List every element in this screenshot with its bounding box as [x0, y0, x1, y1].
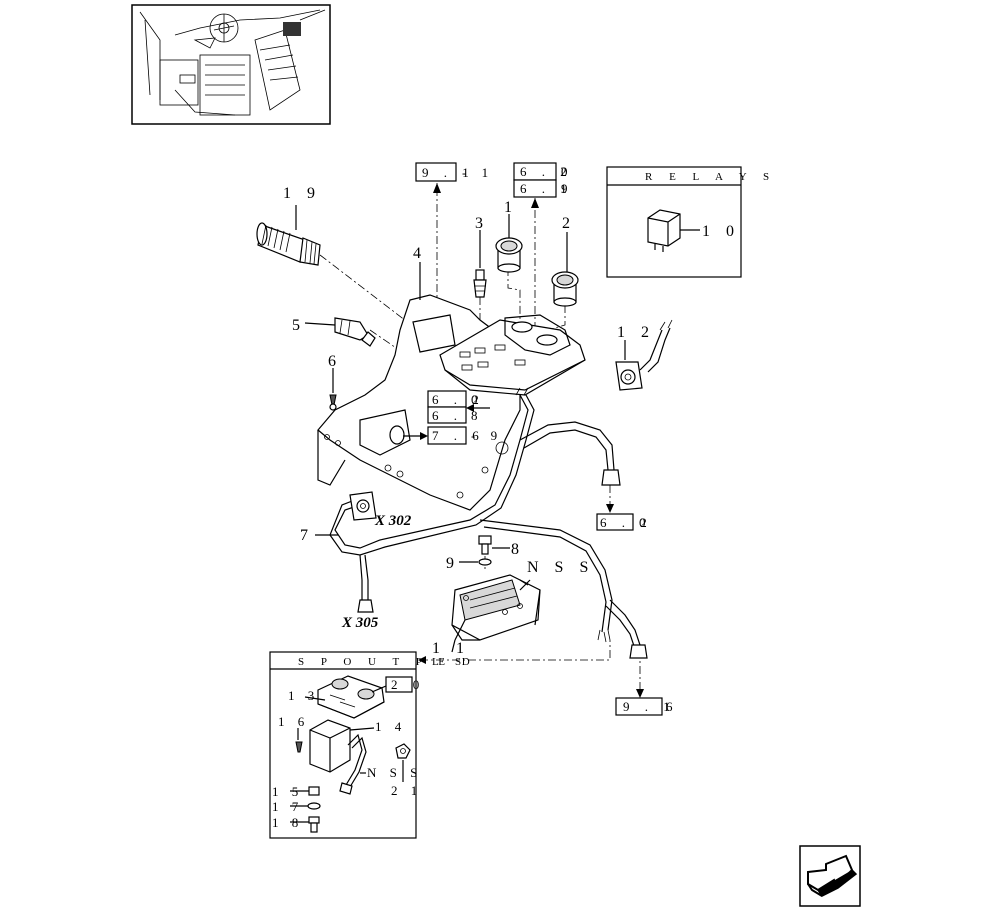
part-label-6: 6 — [328, 353, 342, 370]
svg-text:6: 6 — [666, 699, 679, 714]
ref-2-0-inset[interactable]: 2 0 — [385, 676, 425, 693]
relay-icon — [647, 209, 681, 252]
spout-title: S P O U T P E D — [298, 656, 477, 668]
ref-6-2-mid[interactable]: 6 . 2 0 — [427, 390, 485, 408]
part-label-10: 1 0 — [702, 223, 740, 240]
svg-text:9: 9 — [561, 181, 574, 196]
ref-9-1-top[interactable]: 9 . 1 - 1 — [415, 162, 494, 182]
clip-part-6 — [329, 394, 337, 411]
sensor-part-5 — [334, 317, 376, 347]
wiring-harness-part-7 — [329, 387, 648, 659]
gauge-part-1 — [495, 237, 523, 273]
part-label-18: 1 8 — [272, 815, 303, 830]
ref-6-2-top[interactable]: 6 . 2 0 — [513, 162, 574, 181]
relays-panel: R E L A Y S 1 0 — [606, 166, 776, 278]
bolt-part-8 — [478, 535, 492, 566]
ref-6-mid[interactable]: 6 . 8 — [427, 406, 484, 424]
fastener-part-15 — [308, 786, 320, 796]
connector-x302 — [349, 491, 377, 521]
ref-7-6[interactable]: 7 . 6 - 9 — [427, 426, 503, 445]
switch-part-3 — [473, 269, 487, 298]
switch-box-part-14 — [309, 719, 367, 795]
nss-label-inset: N S S — [367, 765, 422, 780]
part-label-16: 1 6 — [278, 714, 309, 729]
connector-label-x305: X 305 — [341, 615, 379, 631]
part-label-13: 1 3 — [288, 688, 319, 703]
plug-part-12 — [615, 319, 673, 391]
svg-text:6 . 2: 6 . 2 — [520, 164, 573, 179]
part-label-11: 1 1 — [432, 640, 470, 657]
svg-text:6 . 1: 6 . 1 — [520, 181, 573, 196]
main-bracket — [317, 294, 586, 511]
svg-text:2 0: 2 0 — [391, 677, 425, 692]
part-label-7: 7 — [300, 527, 314, 544]
mount-bracket-part-11 — [451, 574, 541, 641]
next-page-arrow-icon[interactable] — [799, 845, 861, 907]
part-label-15: 1 5 — [272, 784, 303, 799]
clip-part-16 — [295, 741, 303, 753]
svg-text:9 . 1: 9 . 1 — [422, 165, 475, 180]
pedals-part-13 — [317, 675, 385, 719]
svg-text:7 . 6: 7 . 6 — [432, 428, 485, 443]
svg-text:6 .: 6 . — [432, 408, 463, 423]
ref-9-1-bottom[interactable]: 9 . 1 6 — [615, 697, 679, 716]
svg-text:8: 8 — [471, 408, 484, 423]
part-label-2: 2 — [562, 215, 576, 232]
part-label-9: 9 — [446, 555, 460, 572]
ref-6-1-top[interactable]: 6 . 1 9 — [513, 179, 574, 198]
spout-pedals-panel: S P O U T P E D L S 1 3 2 0 1 4 — [269, 651, 477, 839]
part-label-8: 8 — [511, 541, 525, 558]
bolt-part-18 — [308, 816, 320, 833]
nss-label-main: N S S — [527, 559, 594, 576]
washer-part-17 — [307, 802, 321, 810]
nut-part-21 — [395, 743, 411, 759]
spout-title-tail: L S — [432, 656, 468, 668]
part-label-21: 2 1 — [391, 783, 422, 798]
svg-text:9 . 1: 9 . 1 — [623, 699, 676, 714]
part-label-4: 4 — [413, 245, 427, 262]
svg-text:0: 0 — [639, 515, 652, 530]
cab-overview-thumbnail — [131, 4, 331, 125]
gauge-part-2 — [551, 271, 579, 307]
part-label-19: 1 9 — [283, 185, 321, 202]
relays-title: R E L A Y S — [645, 171, 776, 183]
svg-text:0: 0 — [561, 164, 574, 179]
part-label-14: 1 4 — [375, 719, 406, 734]
svg-text:- 9: - 9 — [471, 428, 503, 443]
ref-6-2-right[interactable]: 6 . 2 0 — [596, 513, 653, 531]
svg-text:0: 0 — [471, 392, 484, 407]
part-label-5: 5 — [292, 317, 306, 334]
part-label-12: 1 2 — [617, 324, 655, 341]
part-label-3: 3 — [475, 215, 489, 232]
connector-label-x302: X 302 — [374, 513, 412, 529]
svg-text:6 . 2: 6 . 2 — [600, 515, 653, 530]
part-label-1: 1 — [504, 199, 518, 216]
svg-text:- 1: - 1 — [462, 165, 494, 180]
svg-text:6 . 2: 6 . 2 — [432, 392, 485, 407]
socket-part-19 — [256, 222, 321, 266]
part-label-17: 1 7 — [272, 799, 303, 814]
